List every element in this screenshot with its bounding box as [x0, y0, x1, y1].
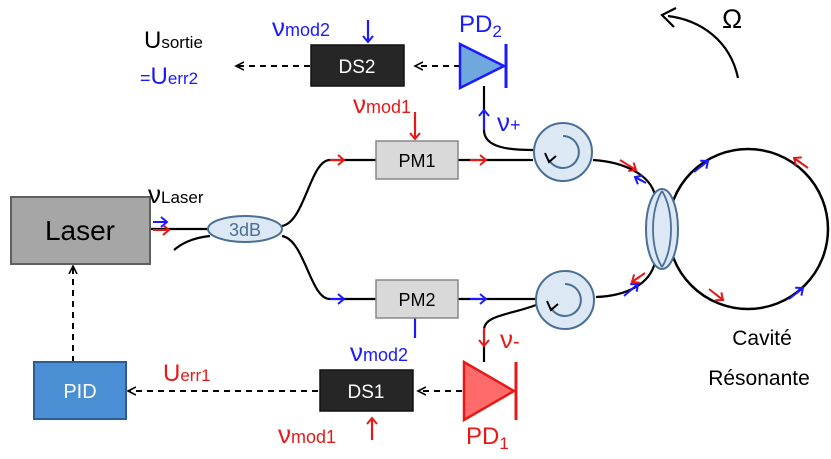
direction-arrows	[153, 108, 809, 348]
nu-plus-label: ν+	[497, 107, 521, 137]
resonant-cavity-ring	[666, 147, 830, 311]
pd2-label: PD2	[459, 11, 502, 41]
blue-arrow-ring-top-left	[693, 159, 710, 173]
ds2-block	[310, 44, 405, 87]
fiber-coupler-tail	[173, 234, 211, 251]
blue-arrow-from-lens-upper	[633, 174, 647, 185]
blue-arrow-to-lens-lower	[623, 282, 640, 297]
rotation-arrow-icon	[667, 14, 740, 79]
photodiode-pd1	[462, 359, 518, 423]
u-sortie-label: Usortie	[144, 27, 203, 54]
coupling-lens	[645, 188, 679, 270]
red-arrow-ring-top-right	[792, 156, 809, 169]
circulator-1	[533, 122, 593, 182]
pm1-block	[375, 140, 459, 180]
fiber-coupler-to-pm2	[281, 234, 376, 301]
fiber-pd2-to-circulator1	[482, 86, 534, 152]
circulator-2	[535, 270, 595, 330]
fiber-circulator2-to-lens	[595, 261, 657, 299]
u-err1-label: Uerr1	[163, 360, 211, 387]
coupler-label: 3dB	[229, 220, 261, 240]
ds1-block	[319, 369, 414, 412]
red-arrow-ring-bottom-left	[708, 288, 725, 302]
laser-label: Laser	[45, 215, 115, 246]
nu-mod2-bottom-label: νmod2	[350, 337, 408, 367]
pid-label: PID	[63, 381, 96, 403]
electrical-paths	[73, 66, 462, 391]
pm1-label: PM1	[398, 151, 435, 171]
cavity-label-line2: Résonante	[708, 367, 810, 390]
rotation-arrowhead-icon	[660, 7, 677, 28]
coupler-3db	[207, 215, 283, 243]
u-err2-label: =Uerr2	[140, 63, 198, 90]
cavity-label-line1: Cavité	[732, 327, 792, 350]
pid-block	[33, 361, 127, 420]
nu-mod1-bottom-label: νmod1	[278, 419, 336, 449]
pm2-block	[375, 279, 459, 319]
nu-mod1-top-label: νmod1	[353, 89, 411, 119]
photodiode-pd2	[458, 41, 508, 91]
nu-minus-label: ν-	[500, 324, 520, 354]
ds1-label: DS1	[348, 382, 385, 403]
red-arrow-to-lens-upper	[619, 159, 638, 173]
nu-mod2-top-label: νmod2	[272, 12, 330, 42]
fiber-coupler-to-pm1	[281, 158, 376, 228]
fiber-circulator1-to-lens	[592, 158, 657, 196]
red-arrow-from-lens-lower	[630, 272, 646, 284]
omega-label: Ω	[722, 4, 742, 34]
ds2-label: DS2	[339, 57, 376, 78]
pm2-label: PM2	[398, 290, 435, 310]
nu-laser-label: νLaser	[148, 179, 204, 209]
blue-arrow-ring-bottom-right	[788, 286, 805, 300]
laser-block	[10, 196, 151, 265]
pd1-label: PD1	[466, 423, 509, 453]
